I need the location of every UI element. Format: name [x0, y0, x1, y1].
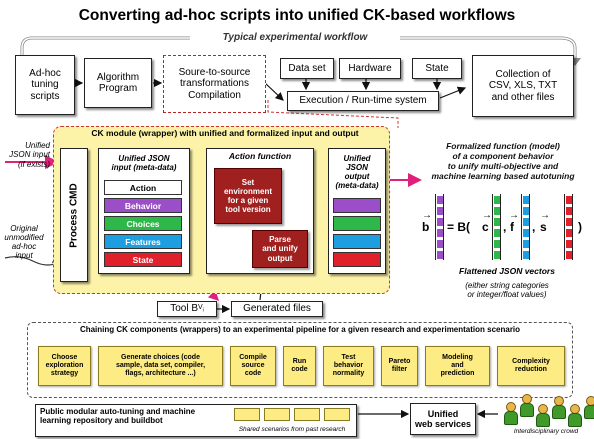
vector-cell: [494, 251, 500, 259]
unified-output-header: Unified JSON output (meta-data): [335, 153, 379, 191]
vector-cell: [523, 251, 529, 259]
tool-version-index: i: [202, 307, 204, 314]
adhoc-scripts-box: Ad-hoc tuning scripts: [15, 55, 75, 115]
action-function-header: Action function: [228, 151, 292, 162]
formula: →b = B( →c , →f , →s ): [420, 192, 592, 266]
dataset-box: Data set: [280, 58, 334, 79]
formula-close: ): [578, 220, 582, 234]
vector-cell: [523, 196, 529, 204]
person-icon: [552, 396, 566, 419]
unified-input-header: Unified JSON input (meta-data): [111, 153, 177, 172]
chain-step: Test behavior normality: [323, 346, 374, 386]
workflow-caption: Typical experimental workflow: [190, 31, 400, 45]
chain-step: Complexity reduction: [497, 346, 565, 386]
vector-cell: [437, 229, 443, 237]
collection-box: Collection of CSV, XLS, TXT and other fi…: [472, 55, 574, 117]
chain-step: Choose exploration strategy: [38, 346, 91, 386]
input-item-action: Action: [104, 180, 182, 195]
vector-cell: [566, 218, 572, 226]
process-cmd-label: Process CMD: [68, 182, 80, 248]
formula-c: →c: [482, 210, 492, 234]
person-icon: [536, 404, 550, 427]
formula-f: →f: [509, 210, 519, 234]
vector-cell: [494, 229, 500, 237]
algorithm-program-box: Algorithm Program: [84, 58, 152, 108]
repository-label: Public modular auto-tuning and machine l…: [40, 407, 196, 426]
diagram-title: Converting ad-hoc scripts into unified C…: [78, 7, 516, 24]
web-services-box: Unified web services: [410, 403, 476, 435]
vector-cell: [437, 240, 443, 248]
vector-cell: [566, 196, 572, 204]
vector-cell: [566, 207, 572, 215]
vector-cell: [437, 251, 443, 259]
person-icon: [504, 402, 518, 425]
original-input-label: Original unmodified ad-hoc input: [4, 223, 44, 261]
chain-step: Modeling and prediction: [425, 346, 490, 386]
tool-label: Tool B: [170, 303, 198, 315]
scenario-icon: [294, 408, 320, 421]
vector-cell: [437, 218, 443, 226]
output-bar: [333, 234, 381, 249]
input-item-behavior: Behavior: [104, 198, 182, 213]
transformations-box: Soure-to-source transformations Compilat…: [163, 55, 266, 113]
crowd-icons: [500, 392, 594, 432]
vector-cell: [523, 207, 529, 215]
vector-cell: [494, 196, 500, 204]
flattened-vectors-sub: (either string categories or integer/flo…: [465, 280, 549, 299]
scenario-icon: [324, 408, 350, 421]
person-icon: [520, 394, 534, 417]
input-item-features: Features: [104, 234, 182, 249]
vector-cell: [437, 207, 443, 215]
formalized-caption: Formalized function (model) of a compone…: [431, 141, 575, 181]
chain-step: Compile source code: [230, 346, 276, 386]
input-item-choices: Choices: [104, 216, 182, 231]
output-bar: [333, 252, 381, 267]
vector-cell: [494, 218, 500, 226]
scenario-icon: [234, 408, 260, 421]
unified-input-label: Unified JSON input (if exists): [9, 141, 50, 169]
output-bar: [333, 216, 381, 231]
chain-title: Chaining CK components (wrappers) to an …: [79, 325, 521, 335]
input-item-state: State: [104, 252, 182, 267]
set-environment-box: Set environment for a given tool version: [214, 168, 282, 224]
formula-eq: = B(: [447, 220, 471, 234]
vector-cell: [523, 240, 529, 248]
formula-b: →b: [422, 210, 432, 234]
vector-cell: [437, 196, 443, 204]
vector-cell: [523, 218, 529, 226]
vector-column: [435, 194, 444, 260]
person-icon: [584, 396, 594, 419]
state-box: State: [412, 58, 462, 79]
shared-scenarios-label: Shared scenarios from past research: [238, 425, 346, 433]
vector-cell: [494, 240, 500, 248]
tool-version-sub: V: [198, 303, 203, 311]
process-cmd-box: Process CMD: [60, 148, 88, 282]
vector-cell: [494, 207, 500, 215]
vector-column: [564, 194, 573, 260]
formula-s: →s: [540, 210, 550, 234]
chain-step: Run code: [283, 346, 316, 386]
vector-cell: [566, 229, 572, 237]
formula-comma-1: ,: [503, 220, 507, 234]
flattened-vectors-caption: Flattened JSON vectors: [459, 266, 555, 277]
chain-step: Generate choices (code sample, data set,…: [98, 346, 223, 386]
chain-step: Pareto filter: [381, 346, 418, 386]
scenario-icon: [264, 408, 290, 421]
ck-module-title: CK module (wrapper) with unified and for…: [91, 128, 359, 139]
execution-box: Execution / Run-time system: [287, 91, 439, 111]
vector-cell: [523, 229, 529, 237]
generated-files-box: Generated files: [231, 301, 323, 317]
hardware-box: Hardware: [339, 58, 401, 79]
vector-cell: [566, 251, 572, 259]
shared-scenarios-icons: [234, 408, 352, 422]
person-icon: [568, 404, 582, 427]
crowd-label: Interdisciplinary crowd: [513, 427, 579, 435]
vector-column: [521, 194, 530, 260]
formula-comma-2: ,: [532, 220, 536, 234]
vector-cell: [566, 240, 572, 248]
output-bar: [333, 198, 381, 213]
parse-output-box: Parse and unify output: [252, 230, 308, 268]
vector-column: [492, 194, 501, 260]
